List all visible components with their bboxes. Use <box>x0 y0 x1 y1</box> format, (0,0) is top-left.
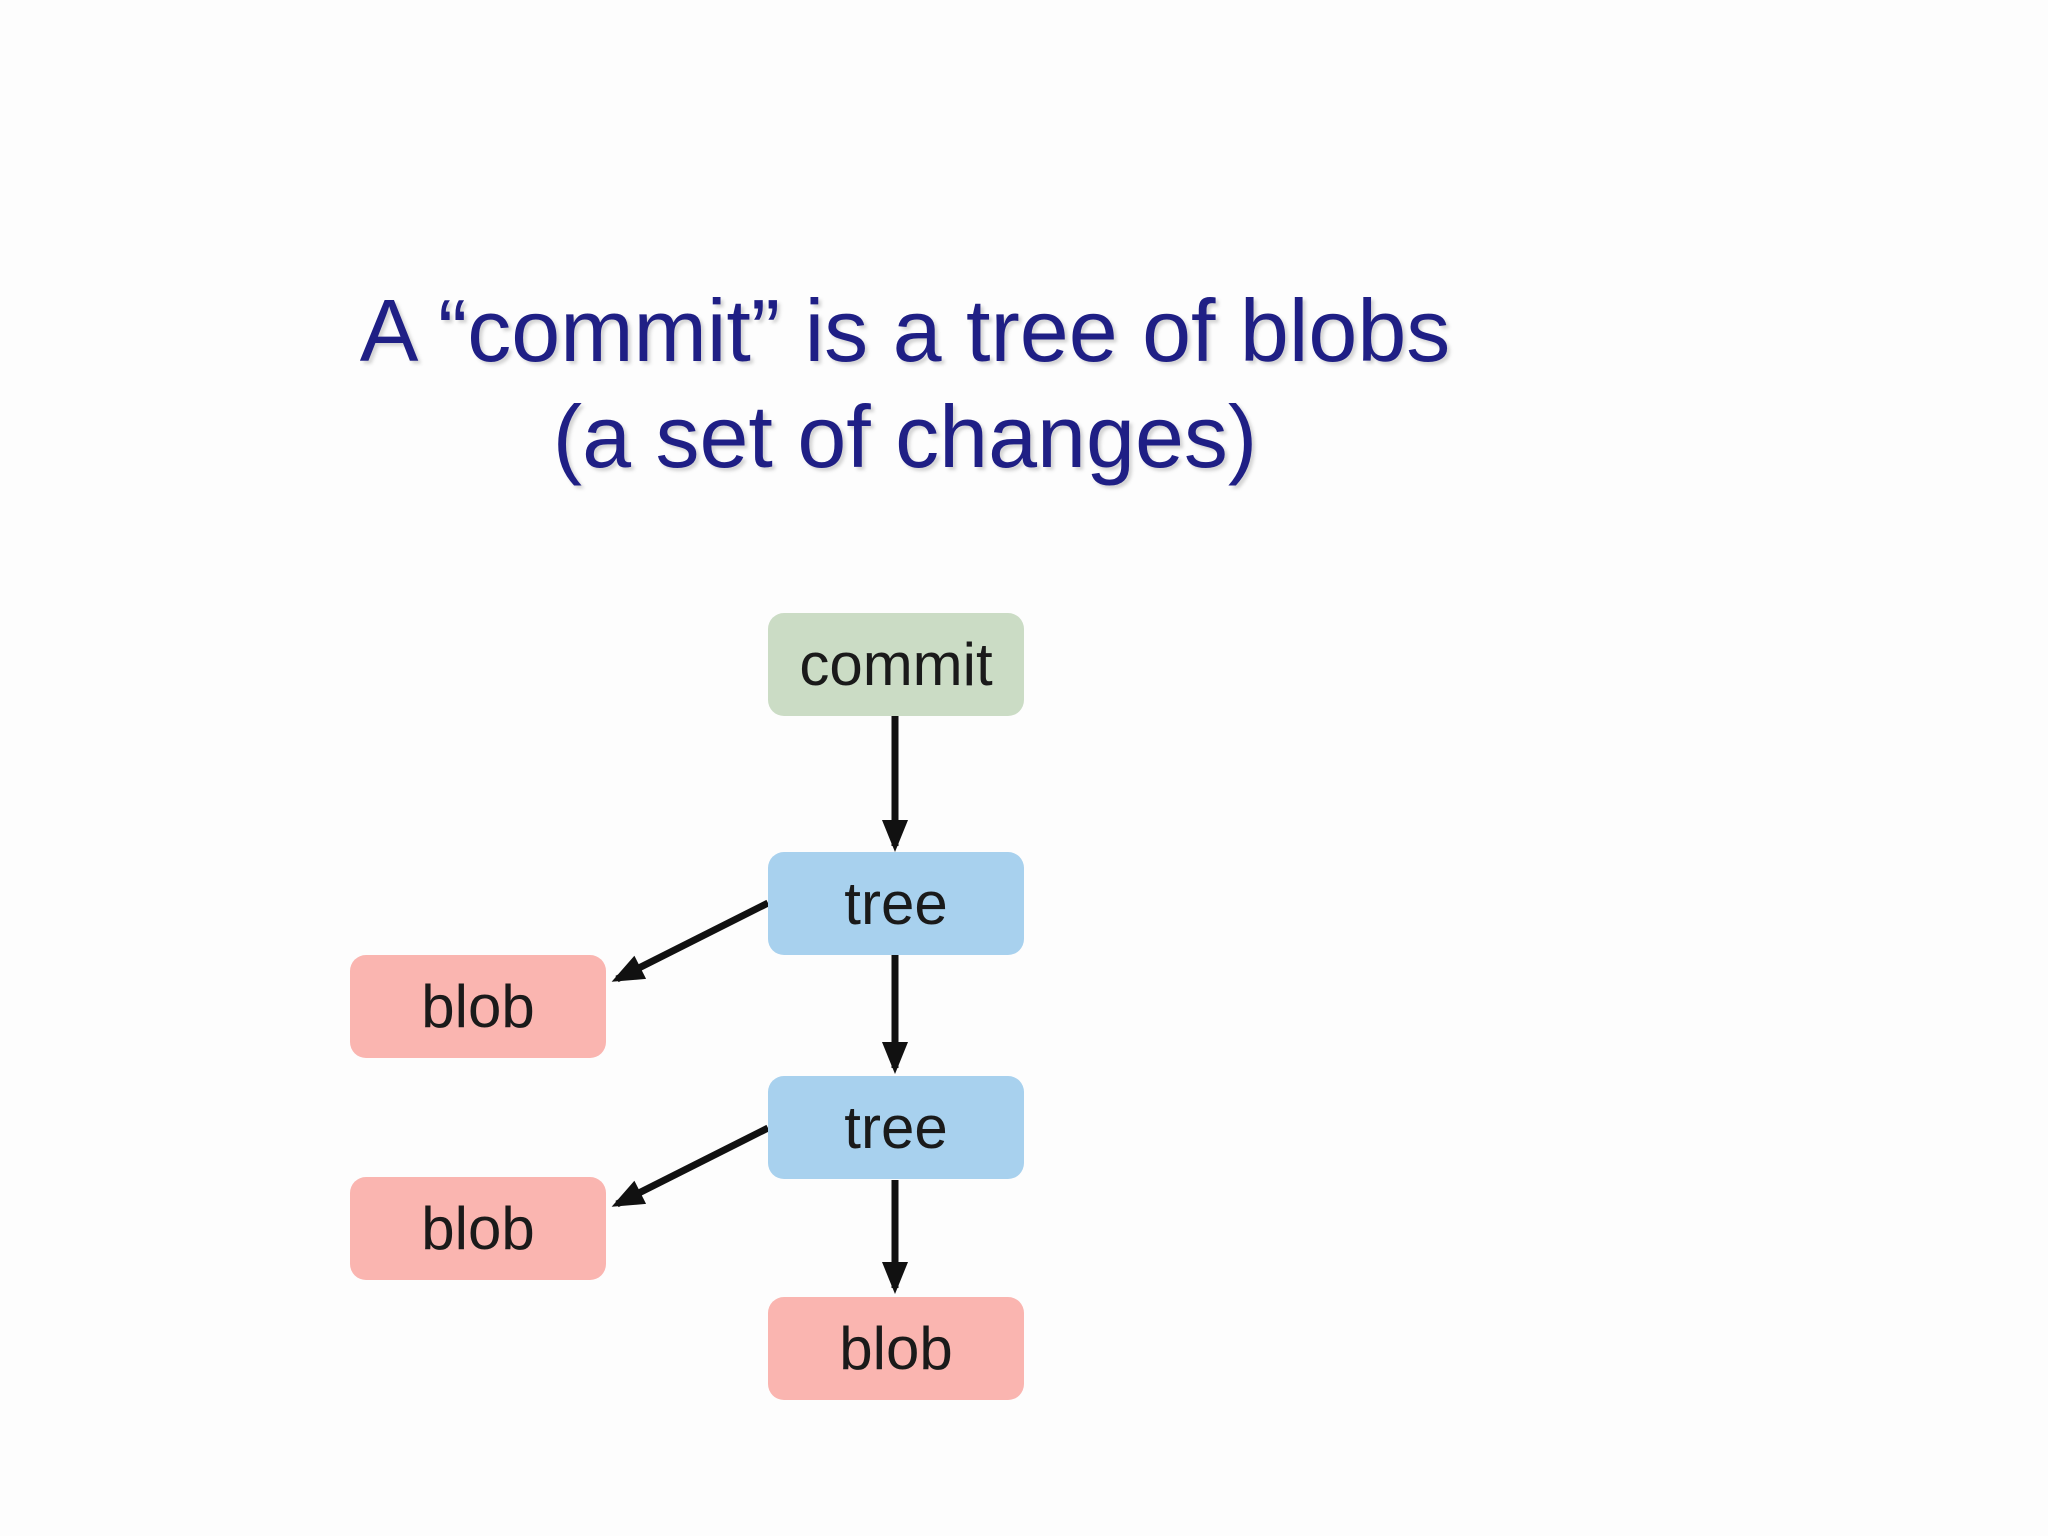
node-commit: commit <box>768 613 1024 716</box>
node-tree-1: tree <box>768 852 1024 955</box>
node-tree-2: tree <box>768 1076 1024 1179</box>
node-blob-2-label: blob <box>421 1195 535 1262</box>
node-tree-1-label: tree <box>844 870 948 937</box>
node-tree-2-label: tree <box>844 1094 948 1161</box>
node-blob-1-label: blob <box>421 973 535 1040</box>
slide-title-line2: (a set of changes) <box>552 386 1258 486</box>
node-blob-3: blob <box>768 1297 1024 1400</box>
node-blob-2: blob <box>350 1177 606 1280</box>
node-commit-label: commit <box>799 631 993 698</box>
node-blob-3-label: blob <box>839 1315 953 1382</box>
slide-title-line1: A “commit” is a tree of blobs <box>359 281 1451 380</box>
edge-tree-2-to-blob-2 <box>611 1124 770 1208</box>
slide-title: A “commit” is a tree of blobs (a set of … <box>360 278 1451 489</box>
node-blob-1: blob <box>350 955 606 1058</box>
edge-tree-1-to-blob-1 <box>611 899 770 983</box>
